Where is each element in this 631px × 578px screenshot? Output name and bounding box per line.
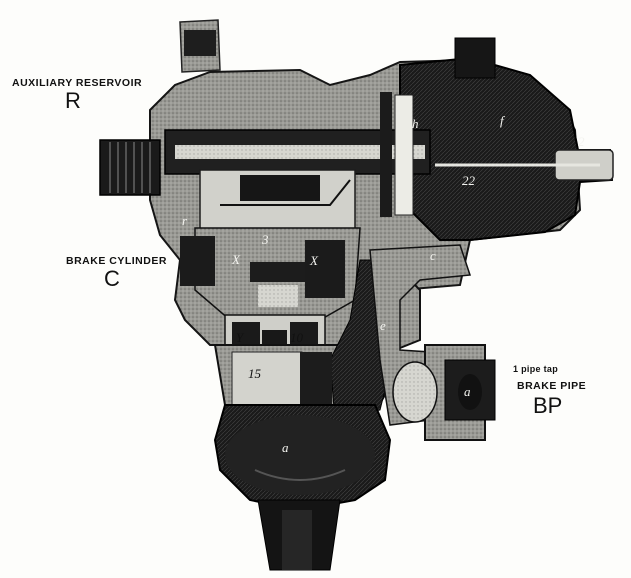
marker-h: h [412, 116, 419, 131]
marker-10: 10 [290, 330, 304, 345]
left-connector-threads [109, 142, 151, 193]
marker-e: e [380, 318, 386, 333]
brake-pipe-title: Brake Pipe [517, 380, 587, 392]
marker-x-right: X [309, 253, 319, 268]
aux-reservoir-letter: R [65, 88, 81, 113]
piston-rod [175, 145, 425, 159]
marker-22: 22 [462, 173, 476, 188]
marker-x-left: X [231, 252, 241, 267]
top-stem-cap [184, 30, 216, 56]
marker-f: f [500, 113, 506, 128]
top-right-nut [454, 37, 496, 79]
marker-y: Y [236, 330, 245, 345]
marker-a-pipe: a [464, 384, 471, 399]
brake-cylinder-title: Brake Cylinder [66, 255, 167, 267]
piston-ring [380, 92, 392, 217]
pipe-tap-note: 1 pipe tap [513, 364, 559, 374]
marker-c: c [430, 248, 436, 263]
left-connector [99, 139, 161, 196]
marker-r: r [182, 213, 188, 228]
brake-cylinder-letter: C [104, 266, 120, 291]
marker-2: 2 [578, 134, 585, 149]
marker-a-bottom: a [282, 440, 289, 455]
marker-15: 15 [248, 366, 262, 381]
aux-reservoir-title: Auxiliary Reservoir [12, 77, 143, 89]
marker-3: 3 [261, 232, 269, 247]
brake-pipe-letter: BP [533, 393, 563, 418]
piston-disc [394, 94, 414, 216]
right-cap [399, 56, 614, 241]
